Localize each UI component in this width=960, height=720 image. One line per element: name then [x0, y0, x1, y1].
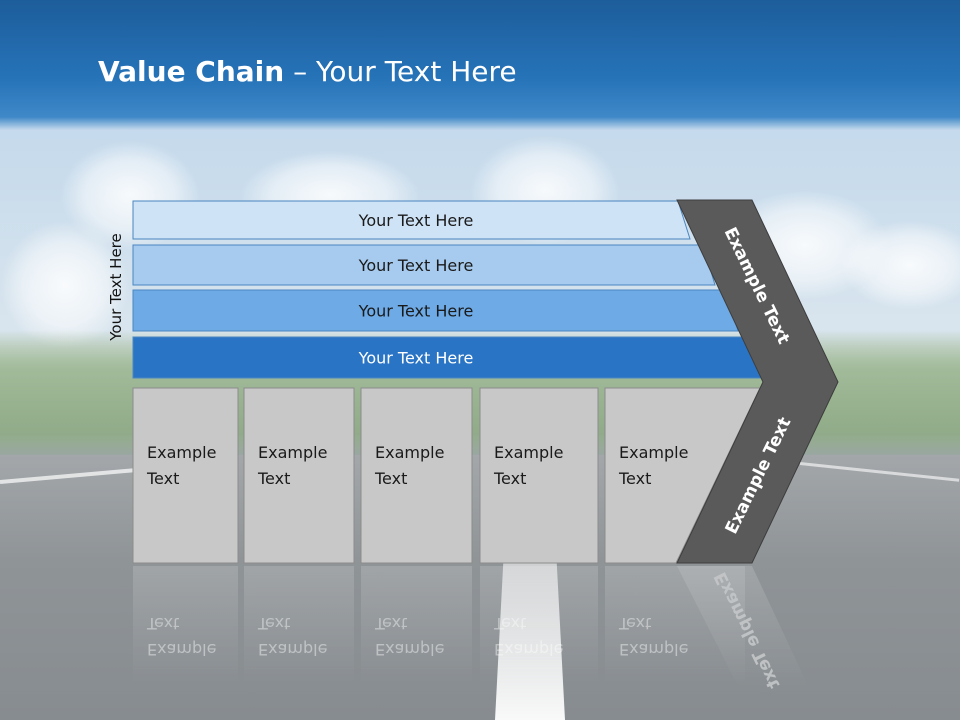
column-box-4 — [479, 387, 599, 564]
reflection-text: Example — [619, 640, 688, 659]
reflection-text: Example — [147, 640, 216, 659]
chevron-arrow — [676, 199, 839, 564]
reflection-text: Text — [618, 614, 651, 633]
column-box-5 — [604, 387, 761, 564]
row-bar-3 — [132, 289, 739, 332]
header-band — [0, 0, 960, 130]
column-label-2-line1: Example — [258, 443, 327, 462]
cloud — [840, 220, 960, 310]
reflection-text: Example — [375, 640, 444, 659]
title-bold: Value Chain — [98, 55, 285, 88]
reflection-text: Text — [257, 614, 290, 633]
row-label-1: Your Text Here — [358, 211, 474, 230]
column-label-4-line2: Text — [493, 469, 526, 488]
reflection-text: Text — [374, 614, 407, 633]
row-bar-2 — [132, 244, 716, 286]
column-reflection — [244, 566, 354, 686]
cloud — [0, 220, 130, 350]
reflection-text: Example — [494, 640, 563, 659]
column-label-1-line2: Text — [146, 469, 179, 488]
column-label-5-line2: Text — [618, 469, 651, 488]
row-label-4: Your Text Here — [358, 349, 474, 368]
slide-title: Value Chain – Your Text Here — [98, 55, 517, 88]
column-reflection — [480, 566, 598, 686]
row-bar-1 — [132, 200, 691, 240]
chevron-reflection — [677, 566, 810, 690]
reflection-text: Text — [146, 614, 179, 633]
column-reflection — [361, 566, 472, 686]
column-box-1 — [132, 387, 239, 564]
column-label-1-line1: Example — [147, 443, 216, 462]
reflection-text: Text — [493, 614, 526, 633]
title-rest: – Your Text Here — [284, 55, 517, 88]
column-label-2-line2: Text — [257, 469, 290, 488]
column-label-3-line1: Example — [375, 443, 444, 462]
row-label-3: Your Text Here — [358, 302, 474, 321]
column-label-4-line1: Example — [494, 443, 563, 462]
column-box-3 — [360, 387, 473, 564]
column-reflection — [133, 566, 238, 686]
column-box-2 — [243, 387, 355, 564]
reflection-text: Example — [258, 640, 327, 659]
row-label-2: Your Text Here — [358, 256, 474, 275]
column-label-5-line1: Example — [619, 443, 688, 462]
column-label-3-line2: Text — [374, 469, 407, 488]
